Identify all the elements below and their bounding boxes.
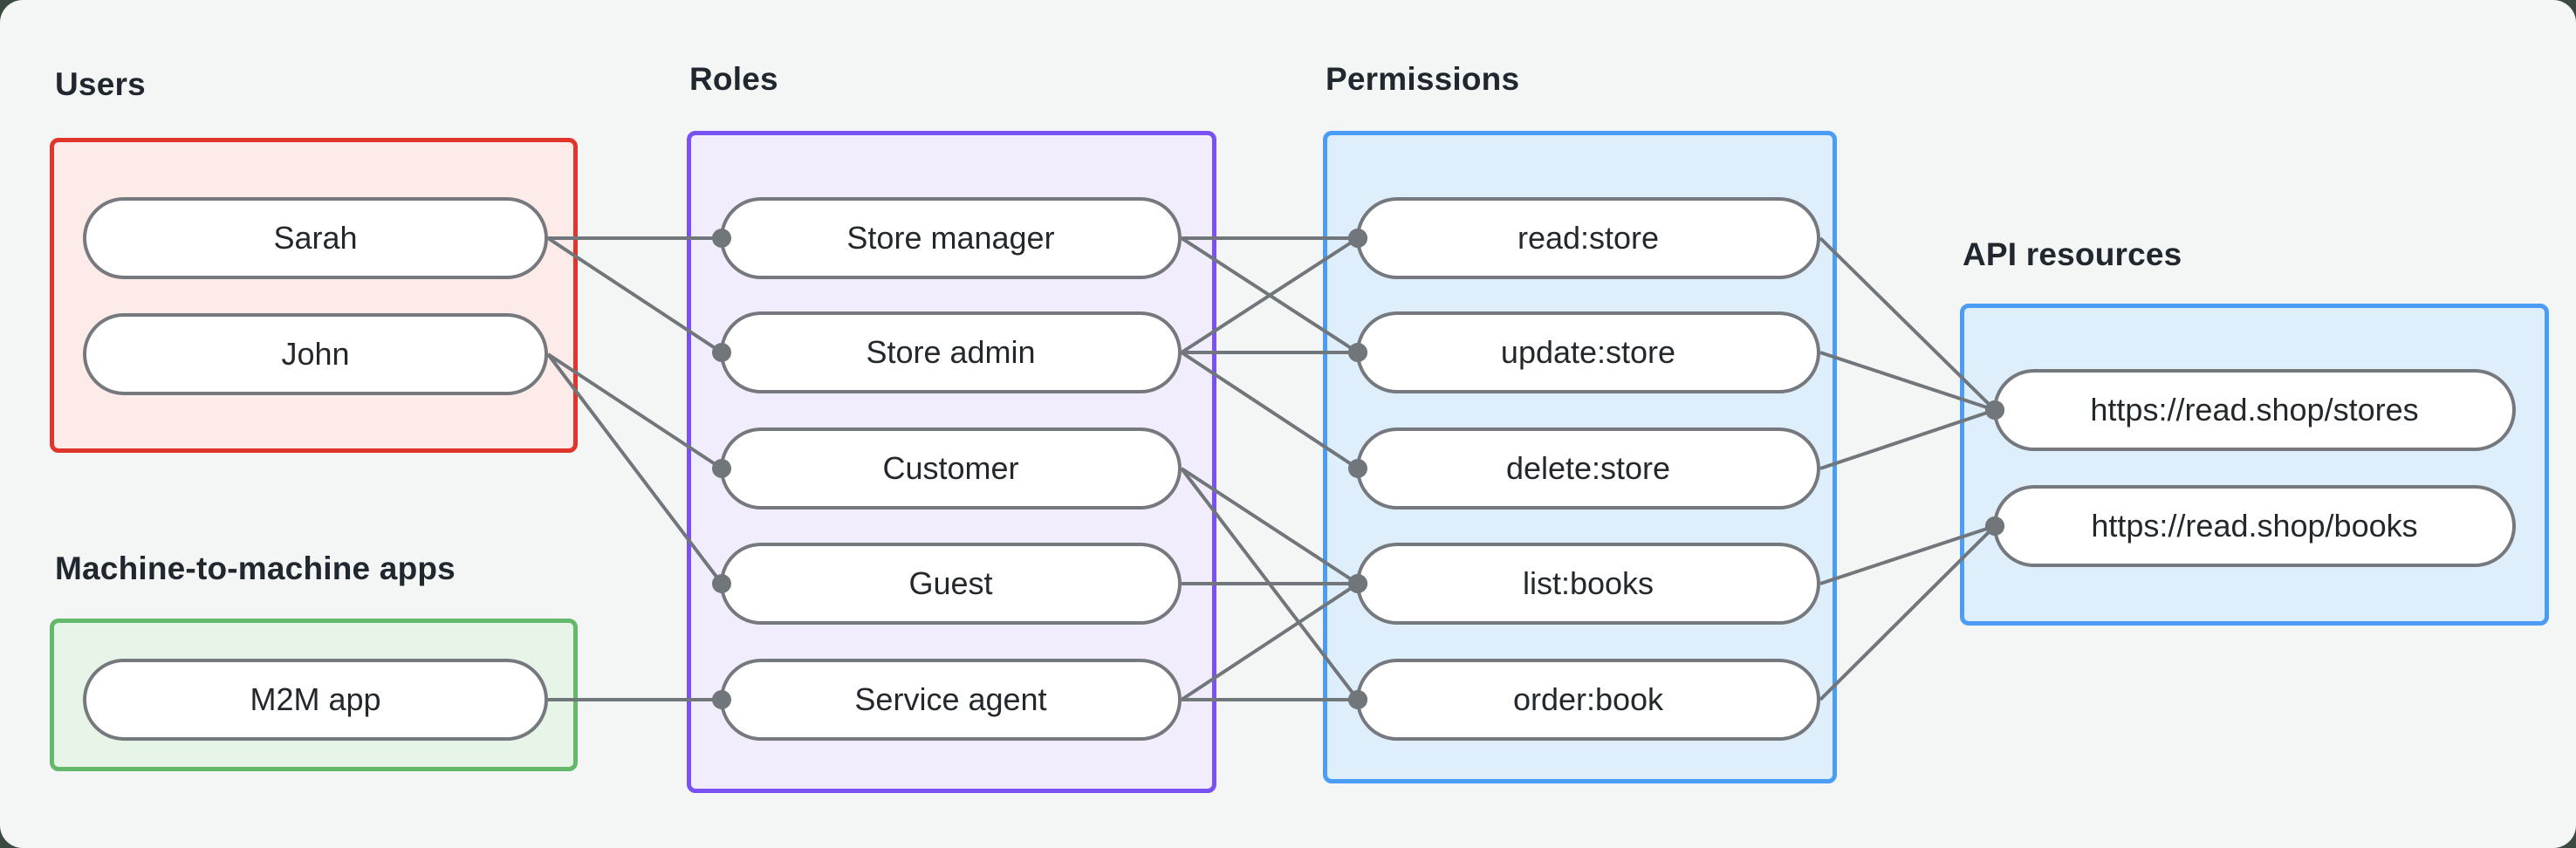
node-role-customer: Customer: [720, 427, 1182, 509]
node-user-john: John: [83, 313, 548, 395]
node-role-store-admin: Store admin: [720, 311, 1182, 393]
users-group-box: [50, 138, 578, 453]
api-resources-group-box: [1960, 304, 2549, 626]
node-role-service-agent: Service agent: [720, 659, 1182, 741]
node-role-store-manager: Store manager: [720, 197, 1182, 279]
api-resources-group-label: API resources: [1963, 236, 2182, 272]
node-permission-delete-store: delete:store: [1356, 427, 1820, 509]
roles-group-label: Roles: [689, 61, 778, 97]
node-permission-update-store: update:store: [1356, 311, 1820, 393]
node-api-resource-books: https://read.shop/books: [1993, 485, 2516, 567]
node-m2m-app: M2M app: [83, 659, 548, 741]
users-group-label: Users: [55, 66, 146, 102]
node-permission-order-book: order:book: [1356, 659, 1820, 741]
permissions-group-label: Permissions: [1326, 61, 1520, 97]
node-permission-read-store: read:store: [1356, 197, 1820, 279]
m2m-apps-group-label: Machine-to-machine apps: [55, 551, 456, 586]
node-api-resource-stores: https://read.shop/stores: [1993, 369, 2516, 451]
node-permission-list-books: list:books: [1356, 543, 1820, 625]
node-user-sarah: Sarah: [83, 197, 548, 279]
node-role-guest: Guest: [720, 543, 1182, 625]
